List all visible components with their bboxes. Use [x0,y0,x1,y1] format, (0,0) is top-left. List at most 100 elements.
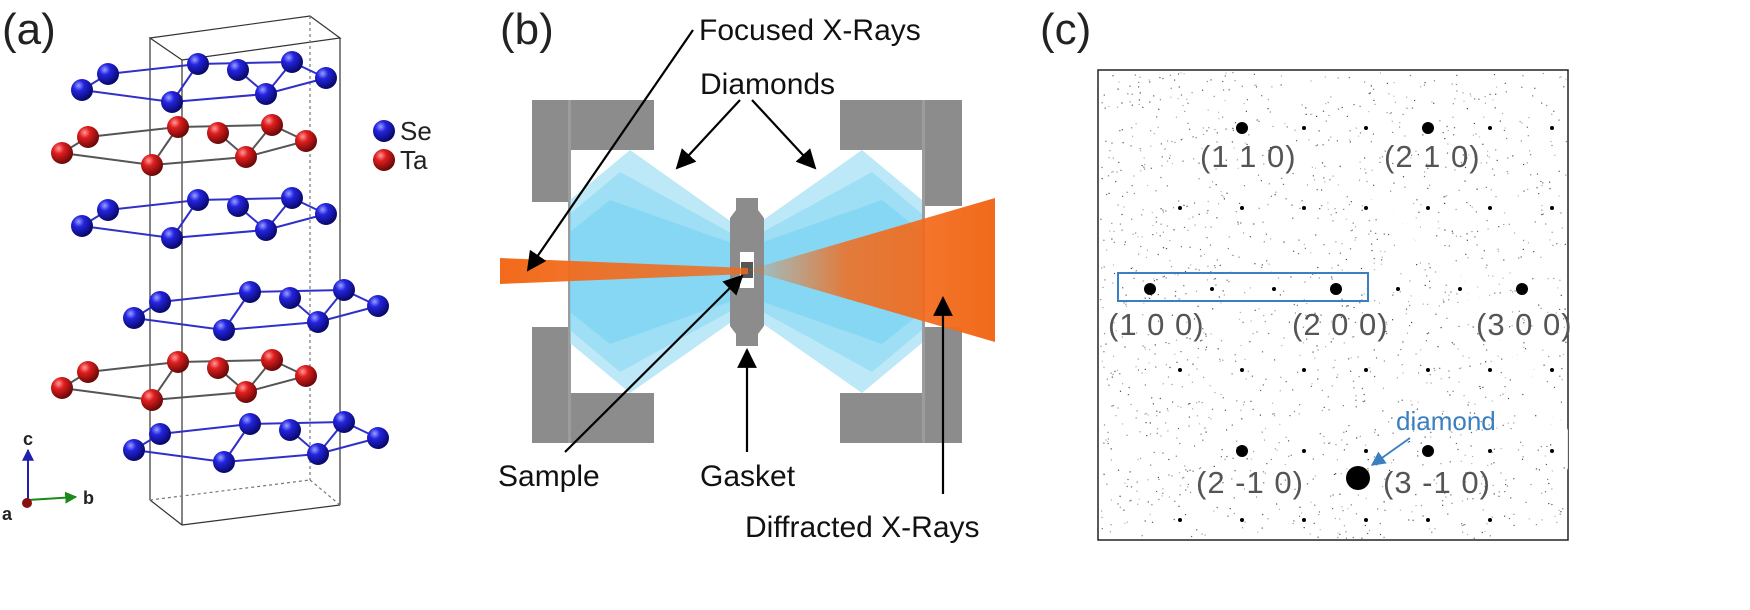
noise-dot [1400,273,1402,275]
noise-dot [1122,383,1124,385]
noise-dot [1449,436,1451,438]
noise-dot [1261,431,1263,433]
noise-dot [1365,444,1367,446]
noise-dot [1106,483,1108,485]
noise-dot [1162,231,1164,233]
noise-dot [1379,157,1381,159]
noise-dot [1163,275,1165,277]
noise-dot [1415,494,1417,496]
noise-dot [1121,129,1123,131]
noise-dot [1221,449,1223,451]
noise-dot [1464,166,1467,169]
noise-dot [1198,213,1200,215]
noise-dot [1373,269,1376,271]
noise-dot [1183,476,1185,479]
noise-dot [1411,424,1413,426]
noise-dot [1130,145,1132,147]
noise-dot [1127,93,1129,95]
noise-dot [1133,192,1135,195]
noise-dot [1370,141,1372,143]
noise-dot [1215,284,1217,286]
noise-dot [1503,223,1505,226]
noise-dot [1340,473,1342,475]
noise-dot [1123,206,1125,208]
noise-dot [1316,115,1318,117]
noise-dot [1186,205,1188,207]
noise-dot [1146,249,1148,251]
noise-dot [1131,185,1133,187]
weak-reflection [1488,126,1492,130]
noise-dot [1422,134,1424,136]
noise-dot [1133,175,1135,177]
noise-dot [1116,171,1118,173]
noise-dot [1145,422,1147,424]
noise-dot [1212,308,1214,310]
noise-dot [1462,92,1464,94]
noise-dot [1244,292,1246,294]
noise-dot [1443,301,1445,303]
noise-dot [1176,437,1178,439]
noise-dot [1263,163,1265,165]
noise-dot [1203,133,1205,135]
noise-dot [1355,399,1357,401]
noise-dot [1192,363,1194,365]
noise-dot [1262,384,1264,386]
noise-dot [1388,421,1390,423]
noise-dot [1117,88,1119,90]
noise-dot [1269,147,1272,149]
noise-dot [1449,430,1451,432]
noise-dot [1444,291,1446,293]
noise-dot [1429,287,1431,289]
noise-dot [1480,363,1482,365]
noise-dot [1330,214,1332,216]
noise-dot [1538,304,1540,306]
noise-dot [1466,233,1468,235]
noise-dot [1308,139,1310,141]
noise-dot [1321,189,1323,191]
atom-ta [167,116,189,138]
noise-dot [1103,351,1105,353]
noise-dot [1528,518,1530,520]
noise-dot [1264,472,1266,474]
noise-dot [1209,385,1211,387]
noise-dot [1466,498,1469,500]
noise-dot [1532,278,1534,280]
noise-dot [1332,220,1334,222]
noise-dot [1214,128,1216,131]
noise-dot [1292,389,1294,391]
noise-dot [1428,263,1430,265]
noise-dot [1454,169,1456,171]
noise-dot [1456,74,1458,76]
noise-dot [1175,455,1177,457]
noise-dot [1445,166,1447,168]
noise-dot [1270,458,1272,461]
noise-dot [1506,485,1508,487]
noise-dot [1452,390,1454,392]
noise-dot [1271,86,1273,88]
noise-dot [1136,332,1138,334]
noise-dot [1135,232,1137,234]
legend-ta-swatch [373,149,395,171]
noise-dot [1509,379,1511,381]
noise-dot [1298,239,1300,241]
noise-dot [1301,104,1303,106]
noise-dot [1533,251,1535,253]
noise-dot [1293,520,1295,522]
noise-dot [1463,147,1465,149]
noise-dot [1249,287,1251,289]
noise-dot [1232,254,1234,256]
noise-dot [1340,316,1342,318]
noise-dot [1504,212,1506,214]
noise-dot [1437,221,1439,223]
noise-dot [1455,235,1457,237]
noise-dot [1181,138,1184,140]
noise-dot [1434,271,1437,273]
noise-dot [1422,515,1424,517]
noise-dot [1216,491,1218,493]
noise-dot [1174,141,1176,143]
noise-dot [1388,469,1390,471]
noise-dot [1392,432,1394,434]
noise-dot [1500,472,1502,474]
noise-dot [1187,483,1189,485]
